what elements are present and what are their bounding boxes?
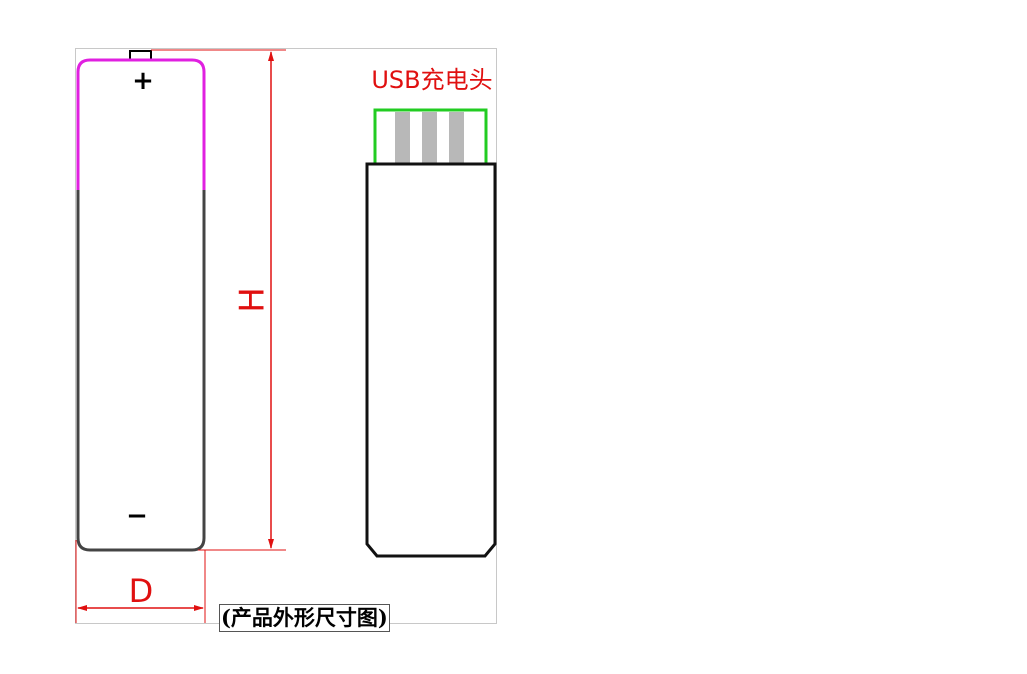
positive-symbol: + — [132, 66, 154, 96]
figure-caption: (产品外形尺寸图) — [219, 604, 390, 632]
usb-pin — [395, 112, 410, 164]
battery-terminal-nub — [129, 50, 152, 59]
diameter-dimension: D — [75, 540, 206, 623]
battery: + − — [76, 50, 206, 552]
usb-charger: USB充电头 — [365, 66, 497, 558]
usb-charger-label: USB充电头 — [371, 66, 492, 94]
usb-pin — [449, 112, 464, 164]
height-dimension: H — [151, 49, 286, 551]
battery-cap — [76, 58, 206, 190]
negative-symbol: − — [126, 501, 148, 531]
battery-body — [76, 190, 206, 552]
usb-charger-body — [365, 162, 497, 558]
height-label: H — [233, 287, 273, 313]
usb-pin — [422, 112, 437, 164]
diameter-label: D — [129, 572, 154, 610]
